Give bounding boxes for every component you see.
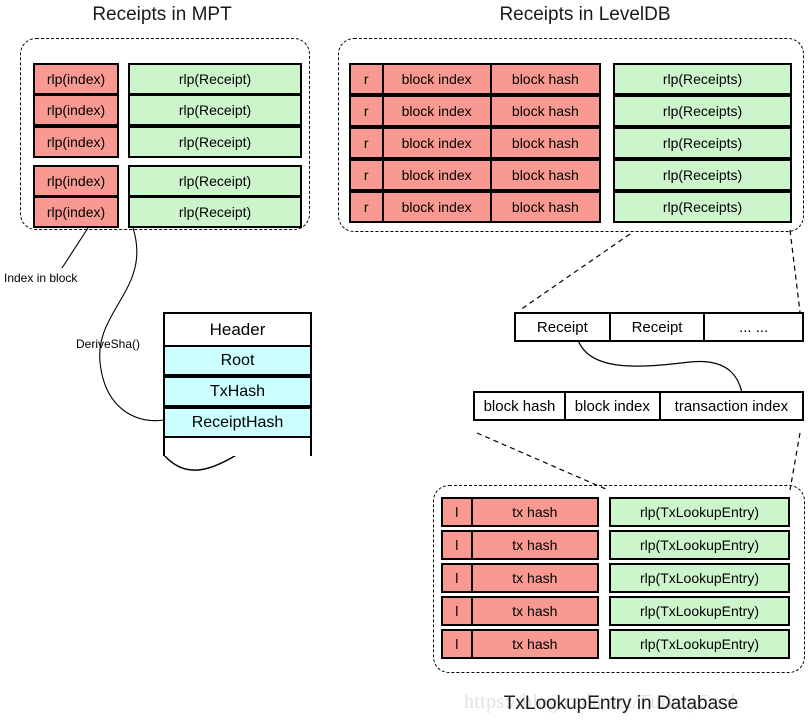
mpt-value-cell: rlp(Receipt) <box>128 94 302 126</box>
leveldb-block-hash-cell: block hash <box>511 167 579 183</box>
txlookup-value-cell: rlp(TxLookupEntry) <box>609 530 790 560</box>
leveldb-key-row: r block index block hash <box>349 159 601 191</box>
header-field-txhash: TxHash <box>163 376 312 407</box>
mpt-value-cell: rlp(Receipt) <box>128 196 302 228</box>
tuple-transaction-index-cell: transaction index <box>660 393 802 419</box>
txlookup-value-cell: rlp(TxLookupEntry) <box>609 629 790 659</box>
txlookup-key-row: l tx hash <box>441 530 599 560</box>
txlookup-leader-left <box>476 432 609 491</box>
txlookup-prefix-cell: l <box>443 598 473 624</box>
leveldb-value-cell: rlp(Receipts) <box>613 95 792 127</box>
leveldb-title: Receipts in LevelDB <box>499 4 671 25</box>
txlookup-tx-hash-cell: tx hash <box>512 570 558 586</box>
txlookupentry-tuple-row: block hash block index transaction index <box>473 391 804 421</box>
header-field-receipthash: ReceiptHash <box>163 407 312 438</box>
txlookup-value-cell: rlp(TxLookupEntry) <box>609 497 790 527</box>
txlookup-key-row: l tx hash <box>441 563 599 593</box>
watermark-text: https://blog.csdn.net/TurkeyCock <box>464 691 741 713</box>
tuple-block-hash-cell: block hash <box>475 393 566 419</box>
txlookup-tx-hash-cell: tx hash <box>512 504 558 520</box>
txlookup-value-cell: rlp(TxLookupEntry) <box>609 563 790 593</box>
index-in-block-leader <box>61 227 89 269</box>
leveldb-block-index-cell: block index <box>384 129 492 157</box>
tuple-block-index-cell: block index <box>565 393 661 419</box>
mpt-key-cell: rlp(index) <box>33 94 119 126</box>
txlookup-prefix-cell: l <box>443 499 473 525</box>
leveldb-container <box>338 38 804 232</box>
header-box-title: Header <box>209 319 266 339</box>
header-box: Header Root TxHash ReceiptHash <box>163 312 312 456</box>
mpt-title: Receipts in MPT <box>92 4 232 25</box>
receipt-ellipsis-cell: ... ... <box>705 314 802 340</box>
txlookup-tx-hash-cell: tx hash <box>512 603 558 619</box>
receipt-cell: Receipt <box>610 314 706 340</box>
mpt-value-cell: rlp(Receipt) <box>128 165 302 197</box>
leveldb-key-row: r block index block hash <box>349 95 601 127</box>
txlookup-container <box>433 485 805 673</box>
leveldb-block-index-cell: block index <box>384 97 492 125</box>
txlookup-prefix-cell: l <box>443 532 473 558</box>
leveldb-prefix-cell: r <box>351 129 384 157</box>
txlookup-prefix-cell: l <box>443 565 473 591</box>
leveldb-key-row: r block index block hash <box>349 127 601 159</box>
txlookup-leader-right <box>789 432 801 491</box>
leveldb-block-hash-cell: block hash <box>511 199 579 215</box>
leveldb-prefix-cell: r <box>351 193 384 221</box>
derive-sha-curve <box>99 227 165 422</box>
leveldb-key-row: r block index block hash <box>349 63 601 95</box>
txlookup-title: TxLookupEntry in Database <box>503 693 739 714</box>
mpt-container <box>20 38 310 230</box>
mpt-key-cell: rlp(index) <box>33 196 119 228</box>
txlookup-tx-hash-cell: tx hash <box>512 537 558 553</box>
mpt-key-cell: rlp(index) <box>33 63 119 95</box>
leveldb-prefix-cell: r <box>351 97 384 125</box>
txlookup-key-row: l tx hash <box>441 596 599 626</box>
txlookup-key-row: l tx hash <box>441 629 599 659</box>
leveldb-value-cell: rlp(Receipts) <box>613 159 792 191</box>
txlookup-prefix-cell: l <box>443 631 473 657</box>
header-field-root: Root <box>163 345 312 376</box>
derive-sha-label: DeriveSha() <box>76 337 141 351</box>
leveldb-block-hash-cell: block hash <box>511 71 579 87</box>
receipts-leader-left <box>519 233 631 311</box>
index-in-block-label: Index in block <box>4 271 78 285</box>
leveldb-prefix-cell: r <box>351 161 384 189</box>
leveldb-key-row: r block index block hash <box>349 191 601 223</box>
leveldb-block-index-cell: block index <box>384 161 492 189</box>
leveldb-value-cell: rlp(Receipts) <box>613 191 792 223</box>
txlookup-key-row: l tx hash <box>441 497 599 527</box>
mpt-key-cell: rlp(index) <box>33 165 119 197</box>
mpt-value-cell: rlp(Receipt) <box>128 63 302 95</box>
receipts-list-row: Receipt Receipt ... ... <box>514 312 804 342</box>
mpt-key-cell: rlp(index) <box>33 126 119 158</box>
leveldb-value-cell: rlp(Receipts) <box>613 127 792 159</box>
leveldb-prefix-cell: r <box>351 65 384 93</box>
txlookup-value-cell: rlp(TxLookupEntry) <box>609 596 790 626</box>
leveldb-block-index-cell: block index <box>384 65 492 93</box>
receipt-cell: Receipt <box>516 314 611 340</box>
leveldb-block-hash-cell: block hash <box>511 103 579 119</box>
receipts-leader-right <box>789 229 801 313</box>
txlookup-tx-hash-cell: tx hash <box>512 636 558 652</box>
leveldb-block-index-cell: block index <box>384 193 492 221</box>
leveldb-block-hash-cell: block hash <box>511 135 579 151</box>
leveldb-value-cell: rlp(Receipts) <box>613 63 792 95</box>
mpt-value-cell: rlp(Receipt) <box>128 126 302 158</box>
